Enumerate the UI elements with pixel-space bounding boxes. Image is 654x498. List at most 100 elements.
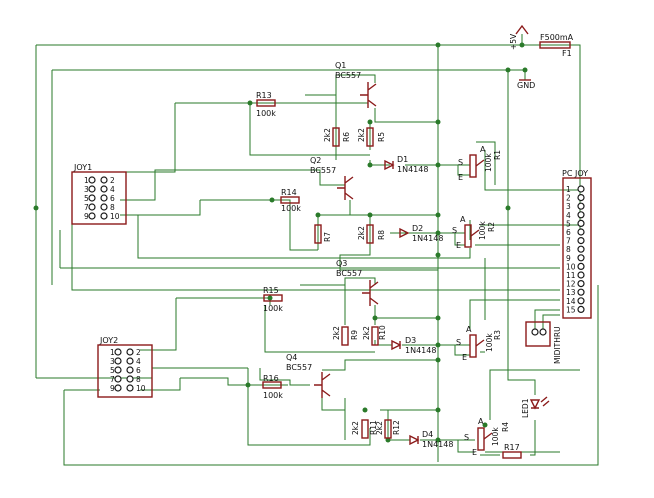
svg-text:R17: R17 xyxy=(504,443,520,452)
resistor-r13: R13 100k xyxy=(256,91,276,118)
potentiometer-r3: S A E 100k R3 xyxy=(456,325,502,362)
resistor-r17: R17 xyxy=(502,443,522,459)
resistor-r5: 2k2 R5 xyxy=(357,127,386,147)
joy1-label: JOY1 xyxy=(73,163,92,172)
resistor-r15: R15 100k xyxy=(263,286,283,313)
svg-text:A: A xyxy=(460,215,466,224)
pc-joy-pin xyxy=(577,262,585,270)
svg-text:4: 4 xyxy=(110,185,115,194)
svg-text:D4: D4 xyxy=(422,430,433,439)
led1: LED1 xyxy=(521,396,550,418)
pc-joy-pin-label: 13 xyxy=(566,288,576,297)
svg-text:100k: 100k xyxy=(263,304,283,313)
svg-text:R16: R16 xyxy=(263,374,279,383)
svg-text:D2: D2 xyxy=(412,224,423,233)
svg-text:10: 10 xyxy=(136,384,146,393)
svg-text:1: 1 xyxy=(84,176,89,185)
svg-text:2k2: 2k2 xyxy=(357,226,366,240)
svg-text:100k: 100k xyxy=(485,333,494,352)
svg-text:6: 6 xyxy=(110,194,115,203)
junctions xyxy=(33,42,528,443)
transistor-q1: Q1 BC557 xyxy=(335,61,377,108)
svg-text:1N4148: 1N4148 xyxy=(422,440,453,449)
svg-text:S: S xyxy=(464,433,469,442)
resistor-r7: R7 xyxy=(314,224,332,244)
pc-joy-pin-label: 10 xyxy=(566,262,576,271)
svg-text:100k: 100k xyxy=(281,204,301,213)
resistor-r16: R16 100k xyxy=(262,374,283,400)
pc-joy-pin-label: 3 xyxy=(566,202,571,211)
svg-text:A: A xyxy=(466,325,472,334)
potentiometer-r4: S A E 100k R4 xyxy=(464,417,510,457)
svg-text:100k: 100k xyxy=(263,391,283,400)
svg-text:2k2: 2k2 xyxy=(375,421,384,435)
svg-text:100k: 100k xyxy=(478,221,487,240)
svg-text:R4: R4 xyxy=(501,422,510,432)
svg-text:Q3: Q3 xyxy=(336,259,347,268)
svg-text:S: S xyxy=(458,158,463,167)
svg-text:Q1: Q1 xyxy=(335,61,346,70)
svg-text:100k: 100k xyxy=(484,153,493,172)
svg-text:8: 8 xyxy=(136,375,141,384)
svg-text:2k2: 2k2 xyxy=(332,326,341,340)
svg-text:LED1: LED1 xyxy=(521,398,530,418)
svg-text:Q4: Q4 xyxy=(286,353,297,362)
svg-text:R13: R13 xyxy=(256,91,272,100)
power-supply: +5V F500mA F1 GND xyxy=(509,24,574,90)
connector-midithru: MIDITHRU xyxy=(525,321,562,364)
svg-text:BC557: BC557 xyxy=(335,71,361,80)
pc-joy-pin xyxy=(577,254,585,262)
resistor-r9: 2k2 R9 xyxy=(332,326,359,346)
svg-text:1N4148: 1N4148 xyxy=(397,165,428,174)
svg-text:2k2: 2k2 xyxy=(362,326,371,340)
pc-joy-pin xyxy=(577,202,585,210)
pc-joy-pin-label: 15 xyxy=(566,305,576,314)
diode-d1: D1 1N4148 xyxy=(384,155,428,174)
pc-joy-pin xyxy=(577,194,585,202)
svg-text:3: 3 xyxy=(84,185,89,194)
svg-text:9: 9 xyxy=(84,212,89,221)
midithru-label: MIDITHRU xyxy=(553,326,562,364)
svg-text:7: 7 xyxy=(84,203,89,212)
diode-d2: D2 1N4148 xyxy=(399,224,443,243)
svg-text:1N4148: 1N4148 xyxy=(405,346,436,355)
svg-text:R14: R14 xyxy=(281,188,297,197)
pc-joy-pin xyxy=(577,305,585,313)
diode-d4: D4 1N4148 xyxy=(409,430,453,449)
svg-text:R10: R10 xyxy=(378,325,387,340)
svg-text:E: E xyxy=(472,448,477,457)
potentiometer-r1: S A E 100k R1 xyxy=(458,145,502,182)
svg-text:S: S xyxy=(456,338,461,347)
svg-text:7: 7 xyxy=(110,375,115,384)
resistor-r14: R14 100k xyxy=(280,188,301,213)
pc-joy-pin-label: 11 xyxy=(566,271,576,280)
svg-text:A: A xyxy=(478,417,484,426)
svg-text:2: 2 xyxy=(136,348,141,357)
pc-joy-pin xyxy=(577,271,585,279)
pc-joy-pin xyxy=(577,297,585,305)
pc-joy-pin-label: 8 xyxy=(566,245,571,254)
resistor-r10: 2k2 R10 xyxy=(362,325,387,346)
svg-text:100k: 100k xyxy=(256,109,276,118)
svg-text:R6: R6 xyxy=(342,132,351,142)
svg-text:D1: D1 xyxy=(397,155,408,164)
svg-text:BC557: BC557 xyxy=(336,269,362,278)
svg-text:2k2: 2k2 xyxy=(357,128,366,142)
pc-joy-pin xyxy=(577,237,585,245)
svg-text:R12: R12 xyxy=(392,420,401,435)
svg-text:10: 10 xyxy=(110,212,120,221)
fuse-label: F500mA xyxy=(540,33,574,42)
svg-text:R5: R5 xyxy=(377,132,386,142)
wires xyxy=(35,34,599,466)
gnd-label: GND xyxy=(517,81,535,90)
svg-text:5: 5 xyxy=(110,366,115,375)
svg-text:1N4148: 1N4148 xyxy=(412,234,443,243)
potentiometer-r2: S A E 100k R2 xyxy=(452,215,496,250)
svg-text:R15: R15 xyxy=(263,286,279,295)
svg-text:4: 4 xyxy=(136,357,141,366)
pc-joy-pin-label: 9 xyxy=(566,254,571,263)
resistor-r11: 2k2 R11 xyxy=(351,419,378,439)
resistor-r6: 2k2 R6 xyxy=(323,127,351,147)
